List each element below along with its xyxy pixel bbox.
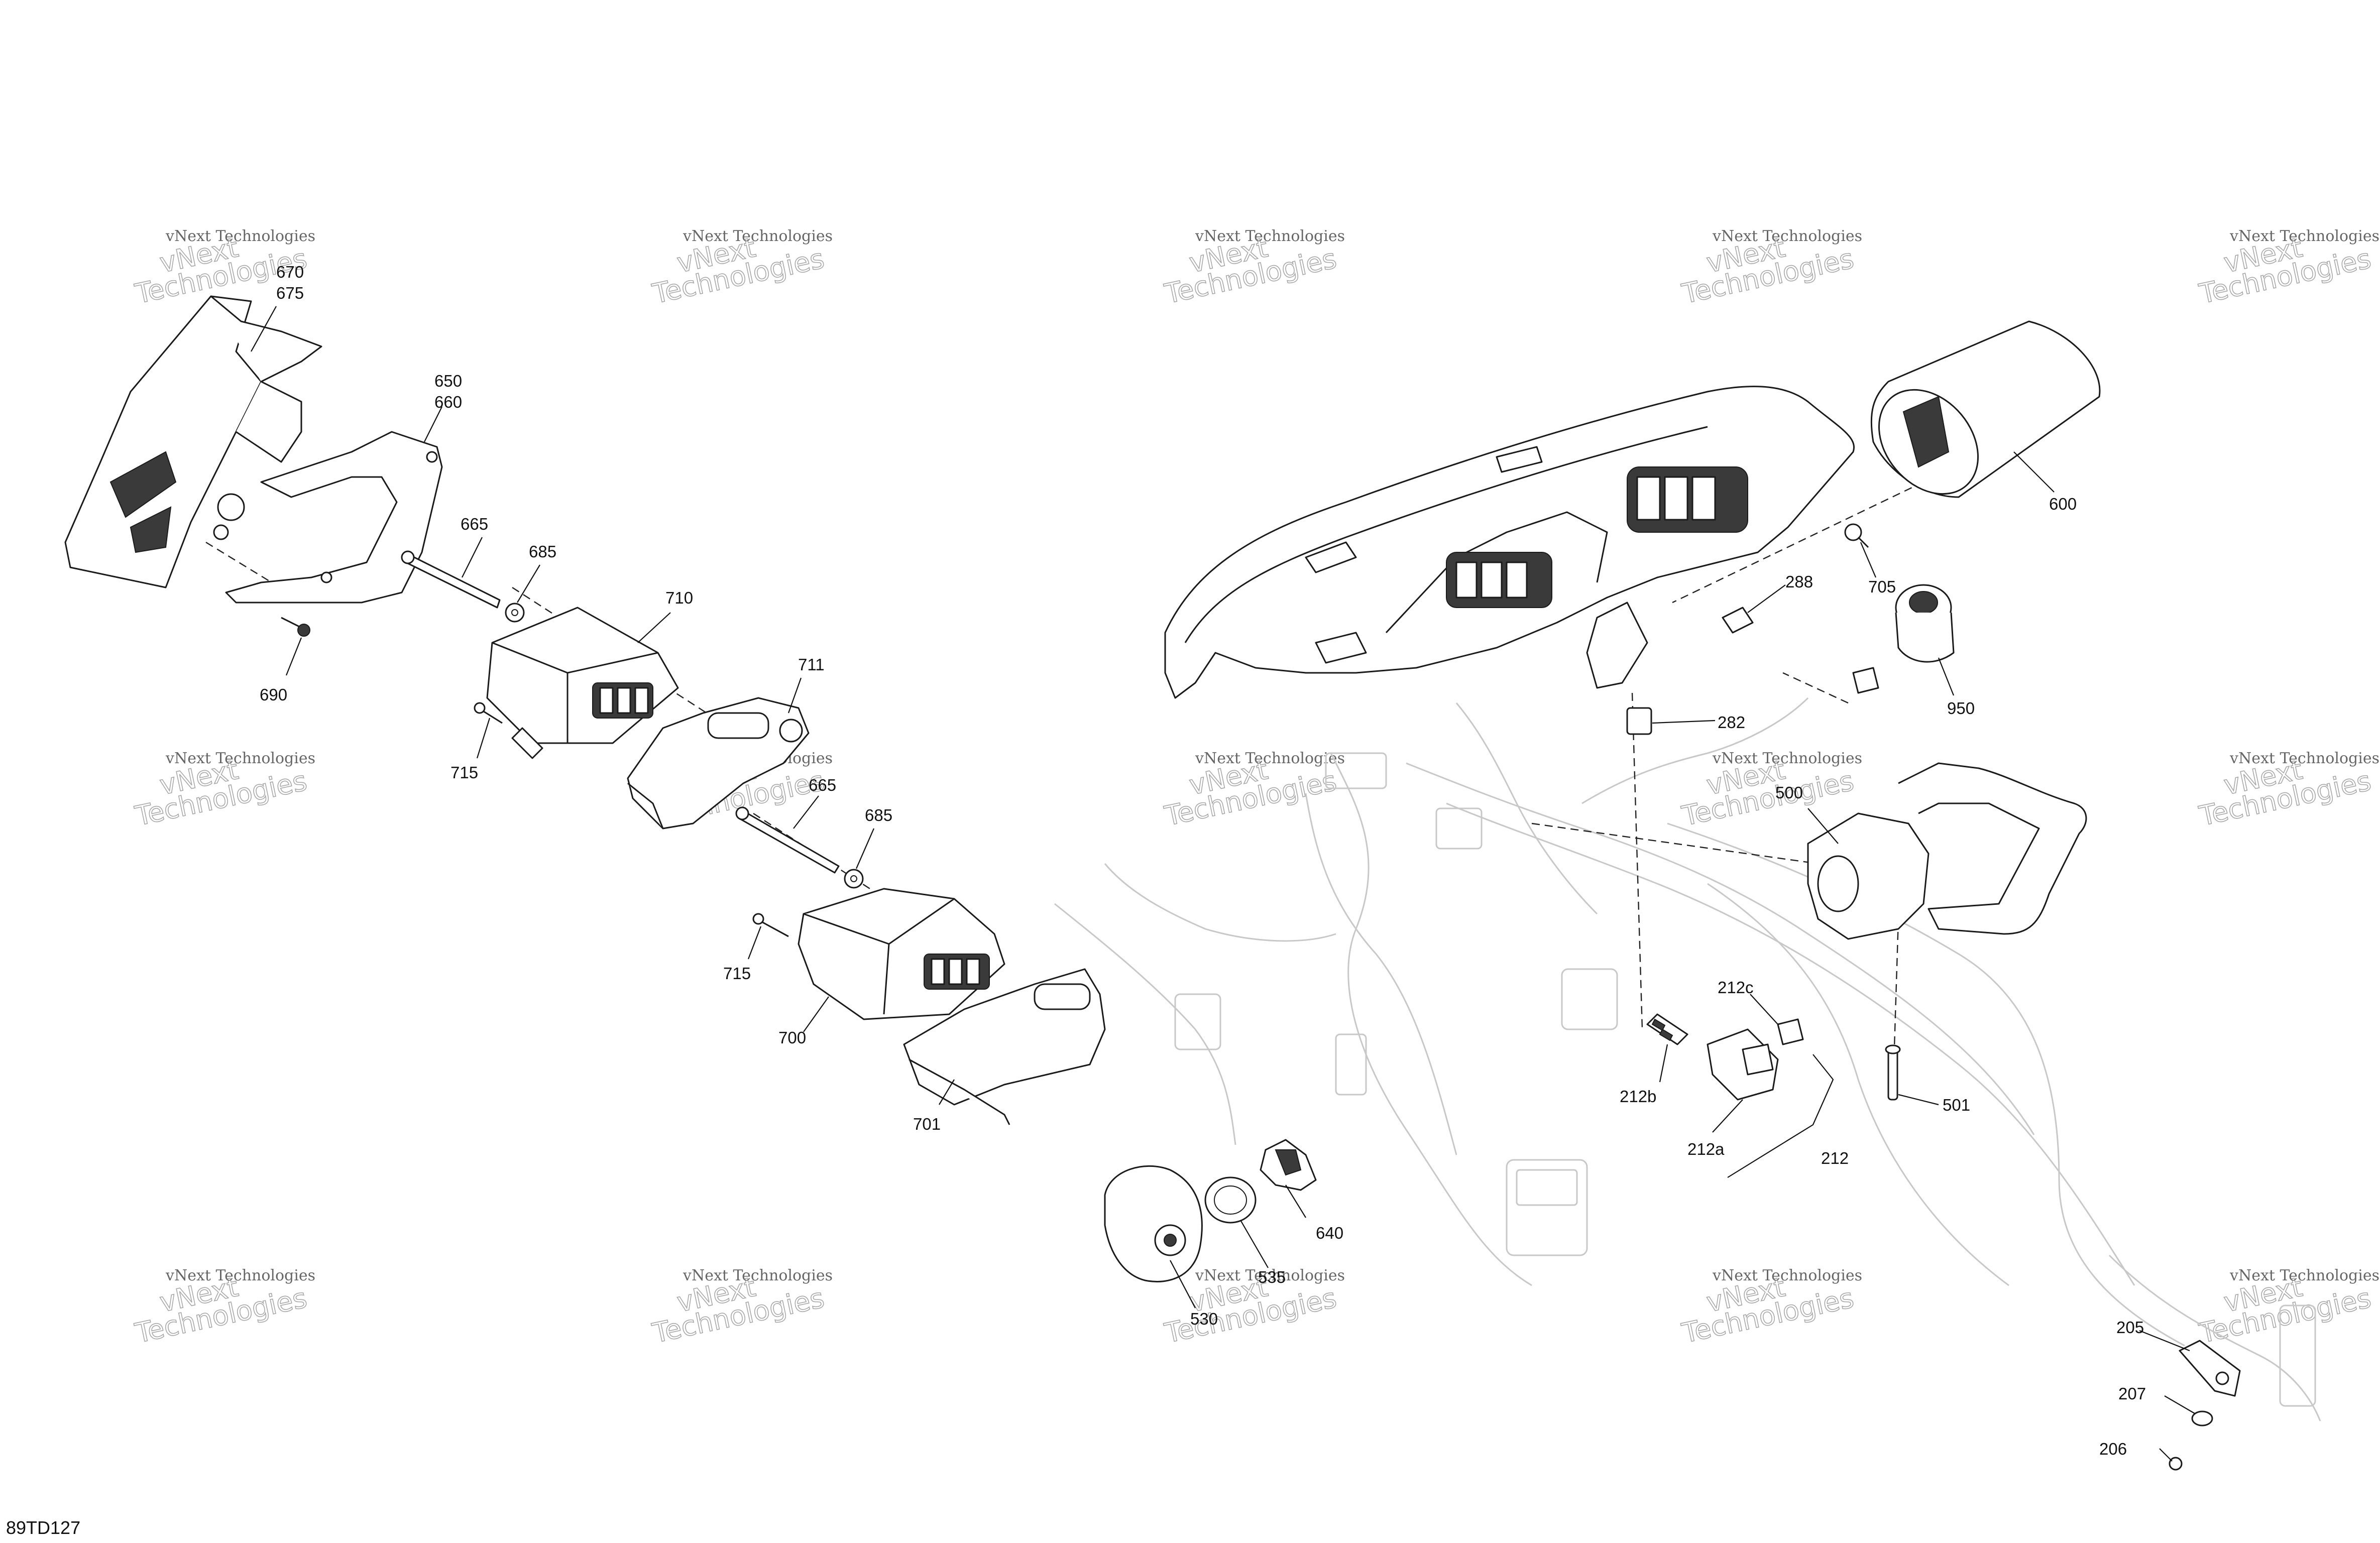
part-lamp-reflector-530 — [1104, 1165, 1203, 1282]
watermark: vNext Technologies vNext Technologies — [2196, 750, 2379, 833]
part-bracket-701 — [903, 968, 1106, 1125]
part-clip-205 — [2179, 1340, 2241, 1397]
part-screw-206 — [2169, 1457, 2183, 1471]
part-connector-212a — [1707, 1028, 1779, 1101]
watermark-text: vNext Technologies — [165, 750, 315, 767]
watermark-text: vNext Technologies — [165, 227, 315, 245]
callout-label: 282 — [1718, 713, 1745, 732]
watermark: vNext Technologies vNext Technologies — [1678, 1267, 1862, 1350]
callout-label: 205 — [2116, 1318, 2144, 1337]
watermark: vNext Technologies vNext Technologies — [1161, 750, 1345, 833]
watermark-text: vNext Technologies — [2229, 1267, 2379, 1284]
callout-label: 207 — [2118, 1384, 2146, 1403]
callout-labels: 670 675 650 660 665 685 710 690 711 715 … — [260, 263, 2146, 1458]
part-headlight-cover-600 — [1870, 320, 2101, 498]
part-terminals-212b — [1646, 1013, 1688, 1045]
callout-label: 665 — [809, 776, 836, 794]
part-headlight-assembly — [1164, 386, 1855, 699]
watermark-text: vNext Technologies — [2229, 227, 2379, 245]
watermark-text: vNext Technologies — [1712, 227, 1862, 245]
callout-label: 700 — [778, 1028, 806, 1047]
part-screw-715-upper — [474, 702, 503, 724]
watermark-text: vNext Technologies — [1195, 750, 1345, 767]
callout-label: 711 — [798, 655, 825, 674]
callout-label: 535 — [1258, 1268, 1286, 1286]
callout-label: 288 — [1785, 572, 1813, 591]
watermark: vNext Technologies vNext Technologies — [2196, 227, 2379, 310]
callout-label: 650 — [434, 372, 462, 390]
part-screw-705 — [1844, 523, 1869, 548]
callout-label: 685 — [865, 806, 892, 824]
callout-label: 600 — [2049, 495, 2077, 513]
wiring-harness-ghost — [1054, 697, 2321, 1421]
callout-label: 710 — [665, 588, 693, 607]
part-connector-282 — [1626, 707, 1652, 735]
watermark: vNext Technologies vNext Technologies — [132, 1267, 315, 1350]
callout-label: 690 — [260, 685, 287, 704]
watermark-text: vNext Technologies — [1712, 1267, 1862, 1284]
callout-label: 640 — [1316, 1224, 1343, 1242]
part-screw-501 — [1885, 1044, 1901, 1101]
watermark-text: vNext Technologies — [2229, 750, 2379, 767]
watermark-text: vNext Technologies — [165, 1267, 315, 1284]
part-mounting-bracket — [225, 431, 443, 604]
part-control-module-710 — [486, 607, 679, 759]
callout-label: 675 — [276, 284, 304, 302]
part-socket-950 — [1852, 584, 1955, 694]
part-connector-288 — [1722, 607, 1754, 634]
watermark: vNext Technologies vNext Technologies — [1678, 750, 1862, 833]
part-bulb-socket-640 — [1260, 1139, 1317, 1191]
watermark: vNext Technologies vNext Technologies — [1161, 1267, 1345, 1350]
part-bolt-665-upper — [401, 550, 525, 623]
callout-label: 212 — [1821, 1149, 1849, 1167]
callout-label: 950 — [1947, 699, 1975, 718]
callout-label: 530 — [1190, 1310, 1218, 1328]
part-control-module-700 — [798, 888, 1005, 1020]
watermark-text: vNext Technologies — [683, 227, 833, 245]
callout-label: 212b — [1620, 1087, 1656, 1106]
callout-label: 212a — [1687, 1140, 1725, 1158]
watermark: vNext Technologies vNext Technologies — [132, 750, 315, 833]
callout-label: 715 — [723, 964, 751, 983]
callout-label: 501 — [1943, 1096, 1970, 1114]
callout-label: 685 — [529, 542, 556, 561]
callout-label: 715 — [450, 763, 478, 782]
callout-label: 665 — [461, 515, 488, 533]
watermark: vNext Technologies vNext Technologies — [649, 227, 833, 310]
callout-label: 701 — [913, 1115, 941, 1133]
part-lamp-housing — [64, 295, 322, 588]
document-id: 89TD127 — [6, 1517, 80, 1538]
watermark-text: vNext Technologies — [1712, 750, 1862, 767]
callout-label: 212c — [1718, 978, 1754, 997]
part-handlebar-switch-500 — [1807, 762, 2087, 940]
watermark: vNext Technologies vNext Technologies — [1678, 227, 1862, 310]
callout-label: 670 — [276, 263, 304, 281]
watermark: vNext Technologies vNext Technologies — [649, 1267, 833, 1350]
callout-label: 500 — [1775, 783, 1803, 802]
leader-lines — [251, 306, 2195, 1462]
watermark-text: vNext Technologies — [1195, 227, 1345, 245]
part-bracket-711 — [627, 697, 810, 829]
callout-label: 660 — [434, 393, 462, 411]
part-screw-715-lower — [752, 913, 789, 937]
callout-label: 705 — [1868, 577, 1896, 596]
callout-label: 206 — [2099, 1440, 2127, 1458]
part-retaining-ring-535 — [1204, 1176, 1257, 1224]
part-connector-212c — [1777, 1018, 1804, 1045]
part-bolt-665-lower — [735, 806, 864, 889]
watermark-text: vNext Technologies — [683, 1267, 833, 1284]
part-screw-690 — [281, 617, 310, 637]
part-washer-207 — [2191, 1410, 2213, 1427]
watermark: vNext Technologies vNext Technologies — [1161, 227, 1345, 310]
watermark-text: vNext Technologies — [1195, 1267, 1345, 1284]
